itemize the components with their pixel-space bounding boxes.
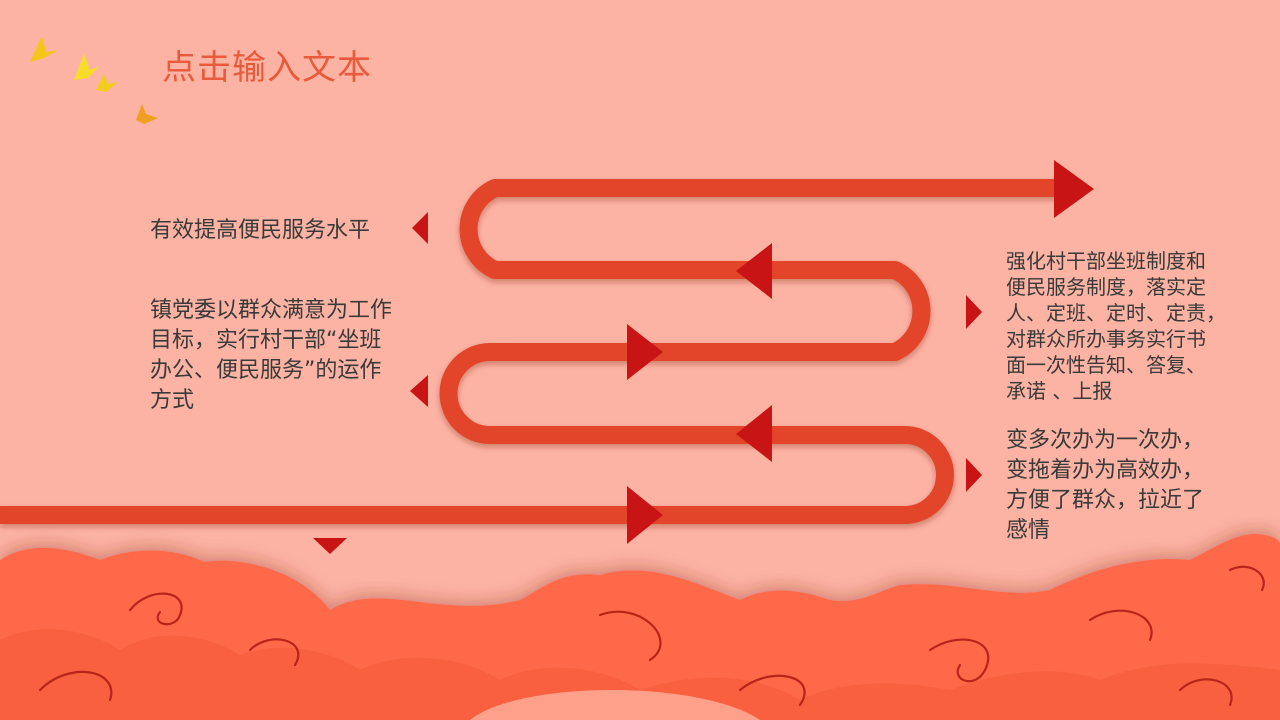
text-line: 方便了群众，拉近了 xyxy=(1006,488,1205,513)
cloud-swirls xyxy=(38,565,1265,707)
right-item-1[interactable]: 强化村干部坐班制度和 便民服务制度，落实定 人、定班、定时、定责， 对群众所办事… xyxy=(1006,248,1226,404)
text-line: 感情 xyxy=(1006,518,1051,543)
text-line: 方式 xyxy=(150,388,195,413)
pointer-right-icon xyxy=(966,295,982,329)
cloud-decoration xyxy=(0,534,1280,720)
text-line: 面一次性告知、答复、 xyxy=(1006,353,1206,377)
road-path xyxy=(0,179,1060,524)
text-line: 强化村干部坐班制度和 xyxy=(1006,249,1206,273)
path-arrows xyxy=(627,160,1094,544)
bird-icon xyxy=(74,54,100,80)
text-line: 人、定班、定时、定责， xyxy=(1006,301,1226,325)
pointer-left-icon xyxy=(410,375,428,407)
birds-decoration xyxy=(30,36,158,124)
text-line: 变拖着办为高效办， xyxy=(1006,458,1205,483)
arrow-left-icon xyxy=(736,405,772,462)
text-line: 承诺 、上报 xyxy=(1006,379,1113,403)
left-item-1[interactable]: 有效提高便民服务水平 xyxy=(150,218,371,243)
text-line: 变多次办为一次办， xyxy=(1006,428,1205,453)
bird-icon xyxy=(136,104,158,124)
winding-road xyxy=(0,179,1060,524)
left-item-2[interactable]: 镇党委以群众满意为工作 目标，实行村干部“坐班 办公、便民服务”的运作 方式 xyxy=(150,296,392,416)
text-line: 办公、便民服务”的运作 xyxy=(150,358,382,383)
arrow-right-icon xyxy=(627,324,663,380)
text-line: 镇党委以群众满意为工作 xyxy=(150,298,393,323)
bird-icon xyxy=(30,36,58,62)
right-item-2[interactable]: 变多次办为一次办， 变拖着办为高效办， 方便了群众，拉近了 感情 xyxy=(1006,426,1204,546)
pointer-right-icon xyxy=(966,458,982,492)
text-pointers xyxy=(313,212,982,554)
cloud-front xyxy=(0,629,1280,720)
text-line: 对群众所办事务实行书 xyxy=(1006,327,1206,351)
text-line: 便民服务制度，落实定 xyxy=(1006,275,1206,299)
arrow-left-icon xyxy=(736,243,772,299)
bird-icon xyxy=(96,74,118,92)
arrow-right-icon xyxy=(1054,160,1094,218)
pointer-down-icon xyxy=(313,538,347,554)
slide-title[interactable]: 点击输入文本 xyxy=(162,48,372,88)
sun-dome xyxy=(470,690,760,720)
arrow-right-icon xyxy=(627,486,663,544)
pointer-left-icon xyxy=(412,212,428,244)
text-line: 目标，实行村干部“坐班 xyxy=(150,328,382,353)
